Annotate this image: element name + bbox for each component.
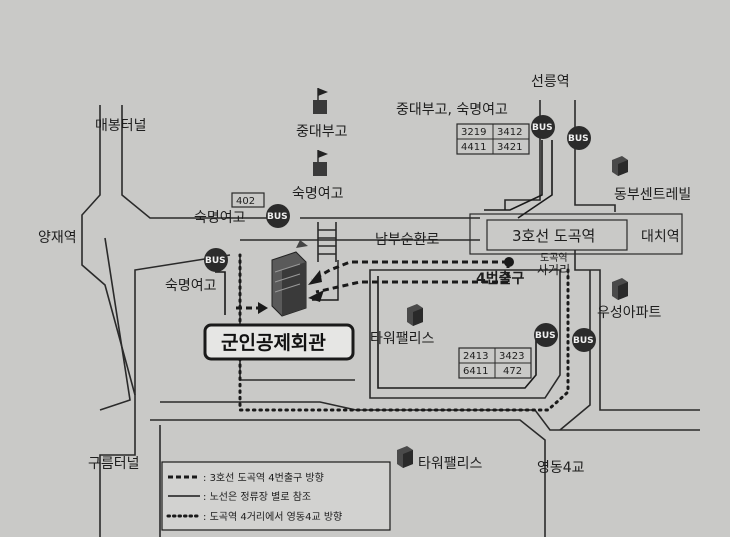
seolleung-road-left	[504, 100, 541, 210]
bus-number-table-joongdae: 3219 3412 4411 3421	[456, 123, 530, 155]
joongdae-sookmyung-label: 중대부고, 숙명여고	[396, 102, 508, 118]
exit-4-label: 4번출구	[476, 270, 525, 287]
joongdae-high-label: 중대부고	[296, 124, 348, 140]
building-icon	[612, 278, 628, 300]
svg-text:3219: 3219	[461, 127, 486, 138]
bus-stop-icon: BUS	[534, 323, 558, 347]
yangjae-station-label: 양재역	[38, 230, 77, 246]
bus-stop-icon: BUS	[266, 204, 290, 228]
bus-stop-icon: BUS	[572, 328, 596, 352]
gureum-tunnel-label: 구름터널	[88, 456, 140, 472]
dogok-intersection-label-2: 사거리	[537, 263, 570, 277]
sookmyung-bus-stop-label: 숙명여고	[194, 210, 246, 226]
legend: : 3호선 도곡역 4번출구 방향 : 노선은 정류장 별로 참조 : 도곡역 …	[161, 461, 391, 531]
svg-text:BUS: BUS	[573, 336, 594, 346]
svg-text:3423: 3423	[499, 351, 524, 362]
bus-stop-icon: BUS	[567, 126, 591, 150]
sookmyung-high-label: 숙명여고	[292, 186, 344, 202]
maebong-tunnel-label: 매봉터널	[95, 118, 147, 134]
yangjae-road-left	[81, 105, 136, 537]
school-flag-icon	[313, 150, 328, 176]
nambu-ring-road-label: 남부순환로	[375, 232, 440, 248]
hall-building-icon	[271, 240, 308, 317]
svg-text:6411: 6411	[463, 366, 488, 377]
arrows	[258, 260, 339, 314]
dogok-station-label: 3호선 도곡역	[512, 227, 595, 245]
sookmyung-left-label: 숙명여고	[165, 278, 217, 294]
arrow-upper	[308, 270, 322, 285]
daechi-road	[574, 250, 700, 411]
svg-text:402: 402	[236, 196, 255, 207]
tower-palace-bus-route	[377, 276, 537, 389]
sookmyung-left-bus-route	[215, 271, 226, 315]
school-flag-icon	[313, 88, 328, 114]
hall-label: 군인공제회관	[221, 332, 326, 354]
bus-number-box-sookmyung: 402	[231, 192, 265, 208]
arrow-left	[258, 302, 268, 314]
bus-stop-icon: BUS	[531, 115, 555, 139]
svg-text:4411: 4411	[461, 142, 486, 153]
building-icon	[397, 446, 413, 468]
legend-dotted-text: : 도곡역 4거리에서 영동4교 방향	[203, 511, 342, 523]
hall-label-box	[203, 323, 355, 361]
arrow-vertical-line	[312, 260, 339, 301]
svg-text:3412: 3412	[497, 127, 522, 138]
tower-palace-block	[369, 269, 561, 399]
dogok-intersection-label-1: 도곡역	[540, 252, 568, 264]
bus-number-table-tower-palace: 2413 3423 6411 472	[458, 347, 532, 379]
exit-4-marker	[504, 257, 514, 267]
lower-road-inner	[150, 419, 546, 537]
yangjae-road-right	[121, 105, 268, 219]
svg-text:3421: 3421	[497, 142, 522, 153]
walk-route-dashed-2	[315, 262, 510, 294]
svg-text:BUS: BUS	[205, 256, 226, 266]
bus-stop-icon: BUS	[204, 248, 228, 272]
tower-palace-label-2: 타워팰리스	[418, 456, 483, 472]
dongbu-central-label: 동부센트레빌	[614, 187, 691, 203]
yangjae-road-inner	[99, 237, 131, 411]
seolleung-road-right	[574, 100, 616, 212]
daechi-station-label: 대치역	[641, 229, 680, 245]
svg-text:BUS: BUS	[568, 134, 589, 144]
bus-routes	[215, 140, 553, 389]
road-network	[81, 100, 700, 537]
seolleung-station-label: 선릉역	[531, 74, 570, 90]
building-icon	[407, 304, 423, 326]
svg-text:472: 472	[503, 366, 522, 377]
daechi-box	[469, 213, 683, 255]
woosung-apt-label: 우성아파트	[597, 305, 662, 321]
tower-palace-label-1: 타워팰리스	[370, 331, 435, 347]
yeongdong-road	[559, 270, 591, 431]
building-icon	[612, 156, 628, 176]
legend-dashed-text: : 3호선 도곡역 4번출구 방향	[203, 472, 324, 484]
svg-text:BUS: BUS	[535, 331, 556, 341]
svg-text:BUS: BUS	[532, 123, 553, 133]
svg-text:BUS: BUS	[267, 212, 288, 222]
crosswalk	[317, 222, 337, 262]
legend-solid-text: : 노선은 정류장 별로 참조	[203, 491, 311, 503]
left-block-outer	[134, 254, 231, 395]
arrow-lower	[308, 290, 324, 302]
joongdae-bus-route	[484, 140, 553, 219]
yeongdong-bridge-label: 영동4교	[537, 460, 585, 476]
svg-text:2413: 2413	[463, 351, 488, 362]
dogok-station-box	[486, 219, 628, 251]
lower-road	[160, 401, 700, 431]
